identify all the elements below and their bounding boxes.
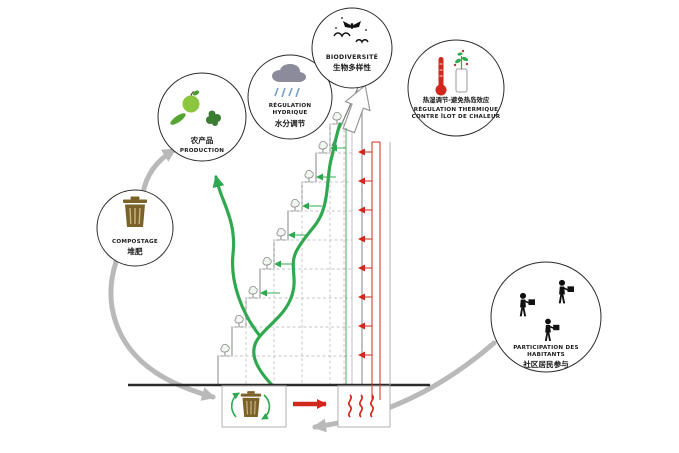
terrace-plant-icon: [276, 227, 286, 241]
vine-branch-to-production: [212, 175, 262, 338]
callout-regulation-thermique: 热湿调节-避免热岛效应 RÉGULATION THERMIQUE CONTRE …: [407, 39, 505, 137]
heat-waves-icon: [348, 394, 374, 418]
arrow-compostage-to-bin: [108, 259, 216, 401]
biodiversite-label-zh: 生物多样性: [333, 62, 371, 72]
compostage-label-fr: COMPOSTAGE: [112, 239, 158, 245]
biodiversite-label-fr: BIODIVERSITÉ: [326, 52, 378, 61]
compost-bin-icon: [240, 390, 262, 418]
terrace-plant-icon: [290, 198, 300, 212]
terrace-plant-icon: [234, 314, 244, 328]
callout-participation: PARTICIPATION DES HABITANTS 社区居民参与: [490, 261, 602, 373]
compostage-circle: [96, 189, 174, 267]
production-label-fr: PRODUCTION: [180, 148, 224, 154]
terrace-plant-icon: [318, 140, 328, 154]
apple-icon: [182, 90, 200, 113]
compost-collection-box: [221, 385, 287, 428]
terrace-green-arrows: [260, 144, 346, 297]
irrigation-system: [260, 128, 347, 385]
biodiversite-circle: [311, 7, 393, 89]
heating-system: [358, 141, 381, 400]
thermique-label-fr1: RÉGULATION THERMIQUE: [414, 105, 498, 113]
up-arrow-icon: [342, 84, 371, 134]
recycle-arrows-icon: [230, 392, 271, 420]
insect-dots: [335, 17, 367, 31]
production-label-zh: 农产品: [190, 135, 214, 145]
compostage-label-zh: 堆肥: [127, 246, 143, 256]
callout-biodiversite: BIODIVERSITÉ 生物多样性: [311, 7, 393, 89]
floor-heat-arrows: [358, 148, 372, 359]
callout-production: 农产品 PRODUCTION: [157, 72, 247, 162]
participation-label-zh: 社区居民参与: [522, 359, 569, 369]
building-step-profile: [217, 123, 344, 385]
heat-recovery-box: [337, 385, 391, 428]
thermometer-icon: [435, 57, 447, 96]
hydrique-label-zh: 水分调节: [275, 118, 306, 128]
stepped-building: [217, 61, 371, 385]
participation-label-fr1: PARTICIPATION DES: [513, 345, 579, 351]
hydrique-label-fr1: RÉGULATION: [269, 101, 312, 109]
bird-icon: [333, 32, 369, 44]
leafy-greens-icon: [206, 110, 221, 126]
bat-icon: [343, 21, 361, 29]
thermique-label-fr2: CONTRE ÎLOT DE CHALEUR: [412, 112, 501, 120]
terrace-plant-icon: [304, 169, 314, 183]
thermique-label-zh: 热湿调节-避免热岛效应: [423, 95, 490, 104]
hydrique-label-fr2: HYDRIQUE: [273, 110, 308, 116]
terrace-plant-icon: [262, 256, 272, 270]
terrace-plant-icon: [220, 343, 230, 357]
terrace-plant-icon: [332, 111, 342, 125]
pepper-icon: [170, 113, 186, 125]
berry-dots: [453, 49, 469, 67]
vine-main: [252, 122, 342, 387]
callout-compostage: COMPOSTAGE 堆肥: [96, 189, 174, 267]
greenery-vine: [212, 122, 342, 387]
participation-label-fr2: HABITANTS: [527, 352, 565, 358]
compost-bin-icon: [122, 195, 148, 228]
callout-regulation-hydrique: RÉGULATION HYDRIQUE 水分调节: [247, 54, 333, 140]
hydrique-circle: [247, 54, 333, 140]
rain-drops: [274, 87, 300, 98]
terrace-plant-icon: [248, 285, 258, 299]
rain-cloud-icon: [272, 64, 306, 98]
arrow-compost-to-production: [140, 147, 177, 196]
potted-plant-icon: [453, 49, 469, 93]
production-circle: [157, 72, 247, 162]
